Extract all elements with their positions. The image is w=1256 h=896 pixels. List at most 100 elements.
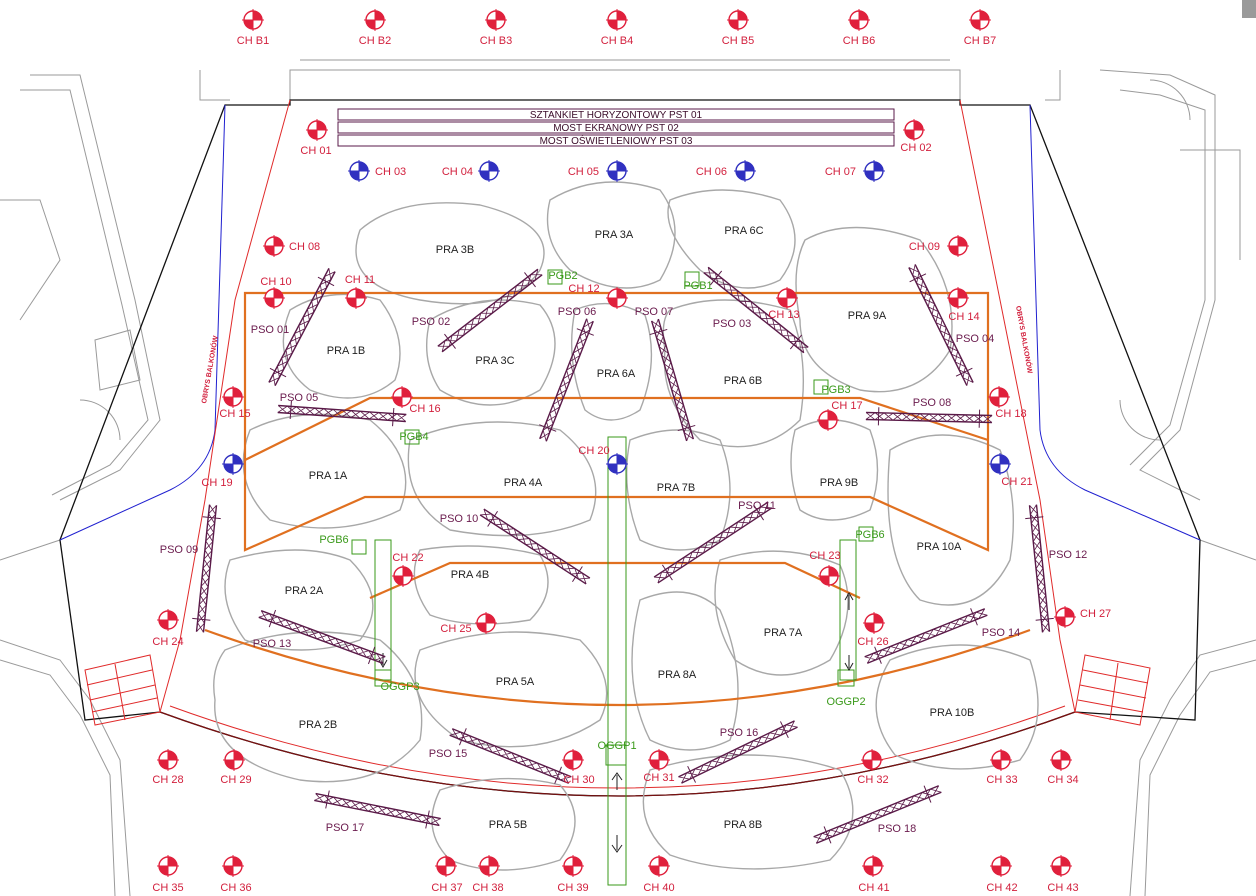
hoist-icon [606,287,628,309]
pra-3c-label: PRA 3C [475,355,514,367]
pra-6a-label: PRA 6A [597,368,636,380]
hoist-label: CH 23 [809,550,840,562]
ch-05-hoist: CH 05 [568,160,628,182]
pso-15-truss: PSO 15 [429,728,572,784]
pra-7a-label: PRA 7A [764,627,803,639]
pso-09-truss: PSO 09 [160,504,221,633]
pso-16-truss: PSO 16 [678,720,798,784]
hoist-label: CH B2 [359,35,391,47]
hoist-icon [1050,749,1072,771]
ch-07-hoist: CH 07 [825,160,885,182]
hoist-icon [392,565,414,587]
truss-label: PSO 04 [956,333,995,345]
hoist-label: CH 14 [948,311,979,323]
ch-15-hoist: CH 15 [219,386,251,420]
hoist-icon [817,409,839,431]
hoist-icon [969,9,991,31]
hoist-icon [222,855,244,877]
hoist-icon [861,749,883,771]
pgb6-right-label: PGB6 [855,529,884,541]
pso-04-truss: PSO 04 [908,264,995,386]
ch-40-hoist: CH 40 [643,855,675,894]
truss-label: PSO 01 [251,324,290,336]
ch-25-hoist: CH 25 [440,612,497,635]
ch-38-hoist: CH 38 [472,855,504,894]
pra-5b-label: PRA 5B [489,819,528,831]
hoist-icon [391,386,413,408]
ch-27-hoist: CH 27 [1054,606,1111,628]
hoist-label: CH 03 [375,166,406,178]
hoist-label: CH 13 [768,309,799,321]
hoist-icon [263,287,285,309]
hoist-label: CH 16 [409,403,440,415]
hoist-label: CH 37 [431,882,462,894]
hoist-icon [475,612,497,634]
hoist-label: CH 21 [1001,476,1032,488]
ch-24-hoist: CH 24 [152,609,184,648]
truss-label: PSO 12 [1049,549,1088,561]
reflector-clouds [213,181,1039,871]
hoist-label: CH 36 [220,882,251,894]
truss-label: PSO 09 [160,544,199,556]
hoist-icon [648,855,670,877]
hoist-label: CH 38 [472,882,503,894]
ch-06-hoist: CH 06 [696,160,756,182]
hoist-icon [606,453,628,475]
hoist-label: CH 22 [392,552,423,564]
pso-12-truss: PSO 12 [1025,504,1088,633]
ch-37-hoist: CH 37 [431,855,463,894]
hoist-icon [485,9,507,31]
pra-5a-label: PRA 5A [496,676,535,688]
hoist-label: CH 25 [440,623,471,635]
pgb3-label: PGB3 [821,384,850,396]
hoist-label: CH 19 [201,477,232,489]
ch-29-hoist: CH 29 [220,749,252,786]
pso-03-truss: PSO 03 [703,266,809,354]
hoist-icon [435,855,457,877]
hoist-label: CH 28 [152,774,183,786]
truss-label: PSO 08 [913,397,952,409]
truss-label: PSO 18 [878,823,917,835]
hoist-icon [727,9,749,31]
title-bars: SZTANKIET HORYZONTOWY PST 01 MOST EKRANO… [337,108,895,147]
pso-05-truss: PSO 05 [277,392,407,427]
truss-label: PSO 14 [982,627,1021,639]
hoist-label: CH B3 [480,35,512,47]
ch-36-hoist: CH 36 [220,855,252,894]
hoist-icon [606,9,628,31]
pso-11-truss: PSO 11 [653,500,776,584]
ch-41-hoist: CH 41 [858,855,890,894]
hoist-icon [990,855,1012,877]
hoist-label: CH 34 [1047,774,1078,786]
hoist-label: CH 43 [1047,882,1078,894]
ch-14-hoist: CH 14 [947,287,980,323]
hoist-label: CH 17 [831,400,862,412]
ch-09-hoist: CH 09 [909,235,969,257]
pra-10b-label: PRA 10B [930,707,975,719]
truss-label: PSO 02 [412,316,451,328]
ch-13-hoist: CH 13 [768,287,800,321]
pra-9b-label: PRA 9B [820,477,859,489]
hoist-icon [242,9,264,31]
hoist-label: CH 39 [557,882,588,894]
hoist-label: CH 10 [260,276,291,288]
ch-30-hoist: CH 30 [562,749,595,786]
ch-11-hoist: CH 11 [345,274,375,309]
pso-06-truss: PSO 06 [539,306,596,442]
pso-07-truss: PSO 07 [635,306,696,442]
hoist-label: CH 32 [857,774,888,786]
stage-front-arc-2 [169,705,1066,789]
ch-21-hoist: CH 21 [989,453,1033,488]
oggp3-label: OGGP3 [380,681,419,693]
balcony-outline [59,104,1201,541]
hoist-icon [157,855,179,877]
hoist-label: CH 02 [900,142,931,154]
hoist-icon [848,9,870,31]
hoist-label: CH B5 [722,35,754,47]
hoist-icon [734,160,756,182]
truss-label: PSO 05 [280,392,319,404]
ch-26-hoist: CH 26 [857,612,889,648]
title-bar-pst01: SZTANKIET HORYZONTOWY PST 01 [530,110,703,121]
hoist-label: CH B7 [964,35,996,47]
